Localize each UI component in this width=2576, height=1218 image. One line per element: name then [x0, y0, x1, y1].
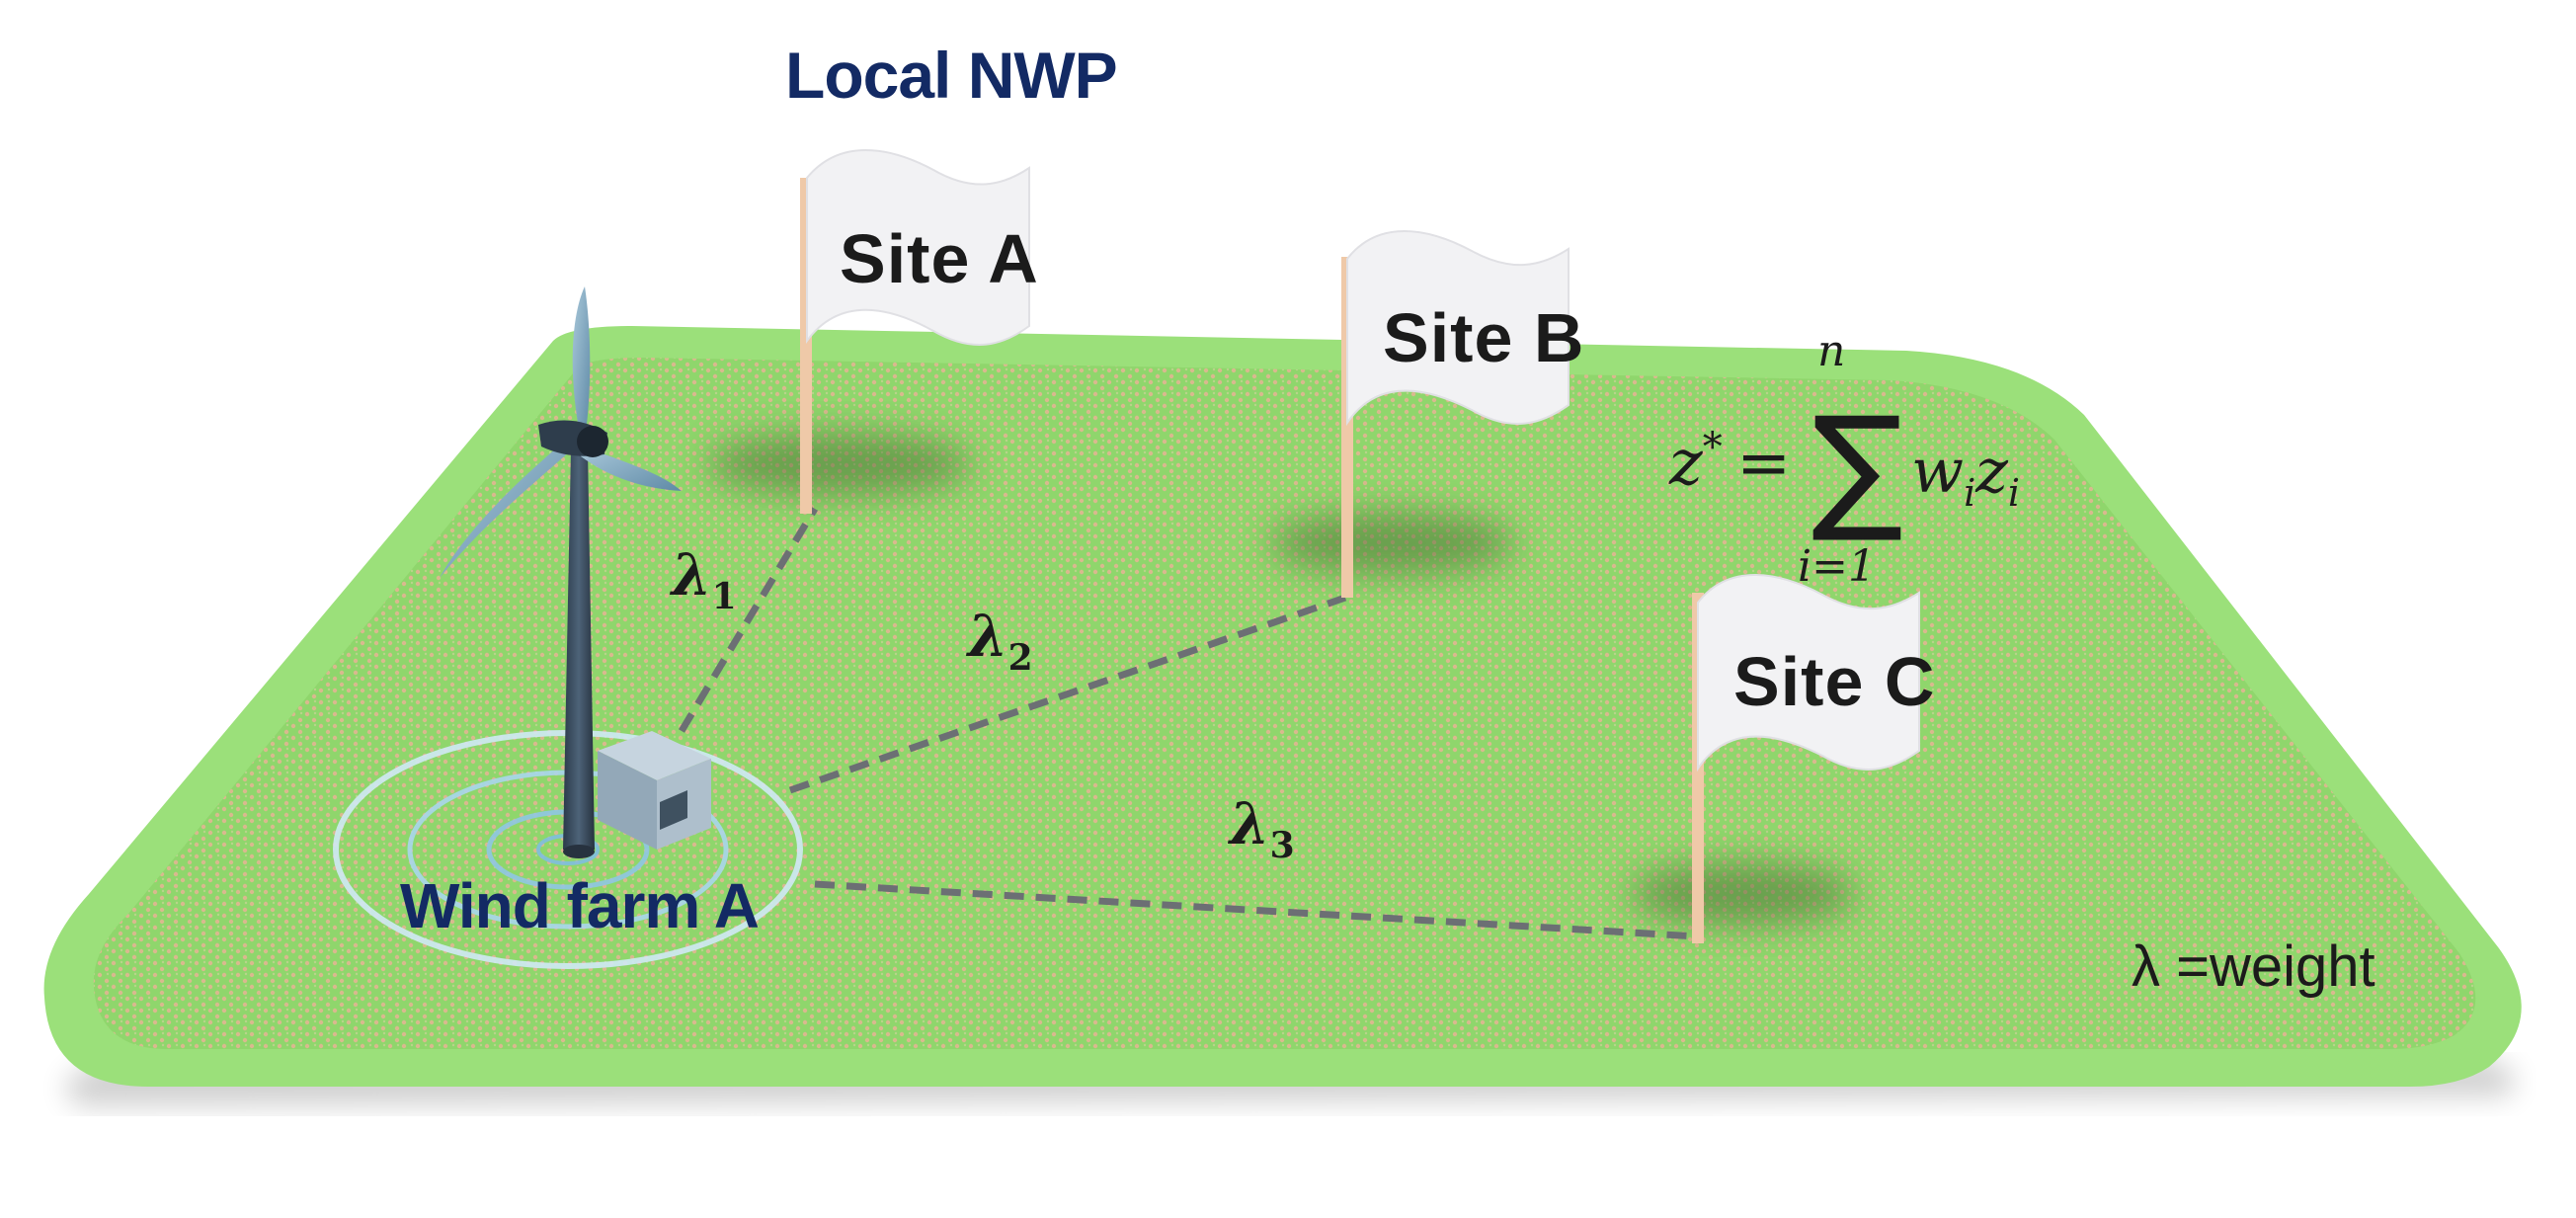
diagram-title: Local NWP — [785, 39, 1118, 112]
formula-equals: = — [1736, 425, 1792, 501]
site-c-label: Site C — [1733, 643, 1936, 720]
site-c-shadow — [1630, 862, 1857, 926]
formula-weight: w — [1911, 435, 1965, 507]
site-b-label: Site B — [1383, 299, 1585, 376]
formula-lhs-var: z — [1669, 427, 1703, 500]
lambda-index: 2 — [1007, 637, 1033, 679]
formula-upper-limit: n — [1817, 326, 1846, 376]
formula-lhs-sup: * — [1702, 425, 1723, 470]
weight-lines — [678, 507, 1698, 940]
weight-line-2 — [788, 594, 1347, 794]
lambda-symbol: λ — [968, 603, 1008, 670]
weight-label-1: λ1 — [672, 541, 737, 617]
formula-lower-limit: i=1 — [1798, 541, 1876, 592]
formula-sum-symbol: ∑ — [1811, 387, 1903, 546]
ground-field — [93, 358, 2476, 1049]
flag-site-c — [1692, 574, 1920, 943]
formula-body: wizi — [1911, 435, 2020, 515]
flag-site-a — [800, 149, 1030, 514]
flag-site-b — [1341, 230, 1570, 598]
formula-var-sub: i — [2007, 471, 2021, 515]
lambda-symbol: λ — [1230, 790, 1270, 857]
formula-var: z — [1975, 435, 2008, 507]
weight-label-2: λ2 — [968, 603, 1033, 679]
lambda-index: 3 — [1269, 825, 1295, 866]
site-b-shadow — [1269, 512, 1516, 575]
weight-label-3: λ3 — [1230, 790, 1295, 866]
lambda-index: 1 — [711, 576, 737, 617]
legend-text: λ =weight — [2132, 934, 2375, 999]
site-a-label: Site A — [840, 220, 1039, 297]
weight-line-1 — [678, 507, 819, 733]
weight-line-3 — [814, 880, 1698, 940]
site-a-shadow — [706, 433, 973, 496]
formula-weight-sub: i — [1964, 471, 1976, 515]
substation-box — [598, 731, 711, 850]
formula-lhs: z* — [1669, 425, 1723, 500]
wind-turbine-icon — [440, 286, 682, 858]
lambda-symbol: λ — [672, 541, 712, 609]
wind-farm-label: Wind farm A — [400, 870, 760, 941]
